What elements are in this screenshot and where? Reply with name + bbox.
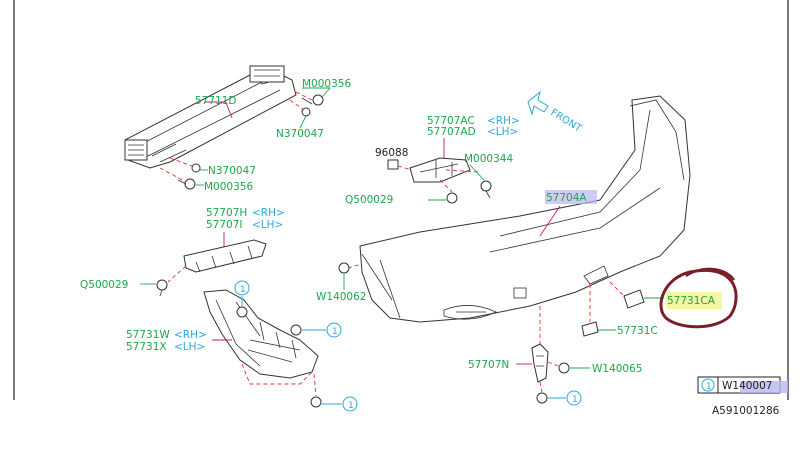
label-bracket-side-lh: 57707I <box>206 219 243 231</box>
label-bolt-top: M000356 <box>302 78 351 90</box>
label-bracket-center-rh-side: <RH> <box>487 115 520 127</box>
mudguard-fastener-bottom: 1 <box>310 373 358 412</box>
bracket-side <box>183 239 267 273</box>
bolt-lower <box>177 178 196 190</box>
clip-q-center <box>446 192 458 204</box>
leader-reinforcement <box>224 99 233 119</box>
label-bracket-side-rh: 57707H <box>206 207 247 219</box>
svg-text:1: 1 <box>240 285 246 295</box>
label-mudguard-rh: 57731W <box>126 329 170 341</box>
label-mudguard-lh: 57731X <box>126 341 167 353</box>
bracket-center <box>409 157 471 183</box>
label-bumper-face: 57704A <box>546 192 587 204</box>
label-clip-96088: 96088 <box>375 147 408 159</box>
label-screw-w140065: W140065 <box>592 363 642 375</box>
label-bolt-lower: M000356 <box>204 181 253 193</box>
label-bracket-center-lh: 57707AD <box>427 126 476 138</box>
svg-text:1: 1 <box>332 327 338 337</box>
ref-symbol-icon <box>234 280 250 296</box>
label-bolt-m000344: M000344 <box>464 153 513 165</box>
svg-text:1: 1 <box>572 395 578 405</box>
cover-57731c <box>581 321 599 337</box>
clip-q-left <box>156 279 168 297</box>
ref-symbol-icon <box>566 390 582 406</box>
bracket-lower <box>531 343 549 383</box>
ref-symbol-icon <box>701 378 715 392</box>
legend-code: W140007 <box>722 380 772 392</box>
label-bracket-center-lh-side: <LH> <box>487 126 518 138</box>
label-clip-q-left: Q500029 <box>80 279 128 291</box>
svg-text:1: 1 <box>706 382 712 392</box>
clip-96088 <box>387 159 399 170</box>
label-clip-q-center: Q500029 <box>345 194 393 206</box>
highlight-legend-code <box>740 381 788 393</box>
highlight-bumper-label <box>545 190 597 204</box>
label-reinforcement: 57711D <box>195 95 237 107</box>
bolt-m000344 <box>480 180 492 199</box>
mudguard-fastener-right: 1 <box>290 322 342 338</box>
label-bracket-side-rh-side: <RH> <box>252 207 285 219</box>
svg-text:1: 1 <box>348 401 354 411</box>
label-mudguard-rh-side: <RH> <box>174 329 207 341</box>
label-screw-w140062: W140062 <box>316 291 366 303</box>
label-cover-57731ca: 57731CA <box>667 295 716 307</box>
bumper-face <box>359 95 691 323</box>
screw-w140062 <box>338 262 350 274</box>
label-cover-57731c: 57731C <box>617 325 658 337</box>
reference-code: A591001286 <box>712 405 780 417</box>
label-bracket-side-lh-side: <LH> <box>252 219 283 231</box>
annotation-circle <box>659 268 738 329</box>
legend-box: 1 W140007 <box>697 376 788 394</box>
mudguard <box>203 289 319 379</box>
nut-lower <box>191 163 201 173</box>
ref-symbol-icon <box>342 396 358 412</box>
mudguard-fastener-top: 1 <box>234 280 250 318</box>
label-nut-lower: N370047 <box>208 165 256 177</box>
reinforcement-beam <box>124 65 297 169</box>
label-bracket-lower: 57707N <box>468 359 509 371</box>
label-mudguard-lh-side: <LH> <box>174 341 205 353</box>
bracket-lower-fastener: 1 <box>536 381 582 406</box>
ref-symbol-icon <box>326 322 342 338</box>
bolt-top <box>301 94 324 106</box>
cover-57731ca <box>623 289 645 309</box>
screw-w140065 <box>558 362 570 374</box>
front-label: FRONT <box>548 107 584 135</box>
front-direction-arrow: FRONT <box>527 90 584 135</box>
label-bracket-center-rh: 57707AC <box>427 115 475 127</box>
label-nut-top: N370047 <box>276 128 324 140</box>
highlight-cover-label <box>666 292 722 309</box>
